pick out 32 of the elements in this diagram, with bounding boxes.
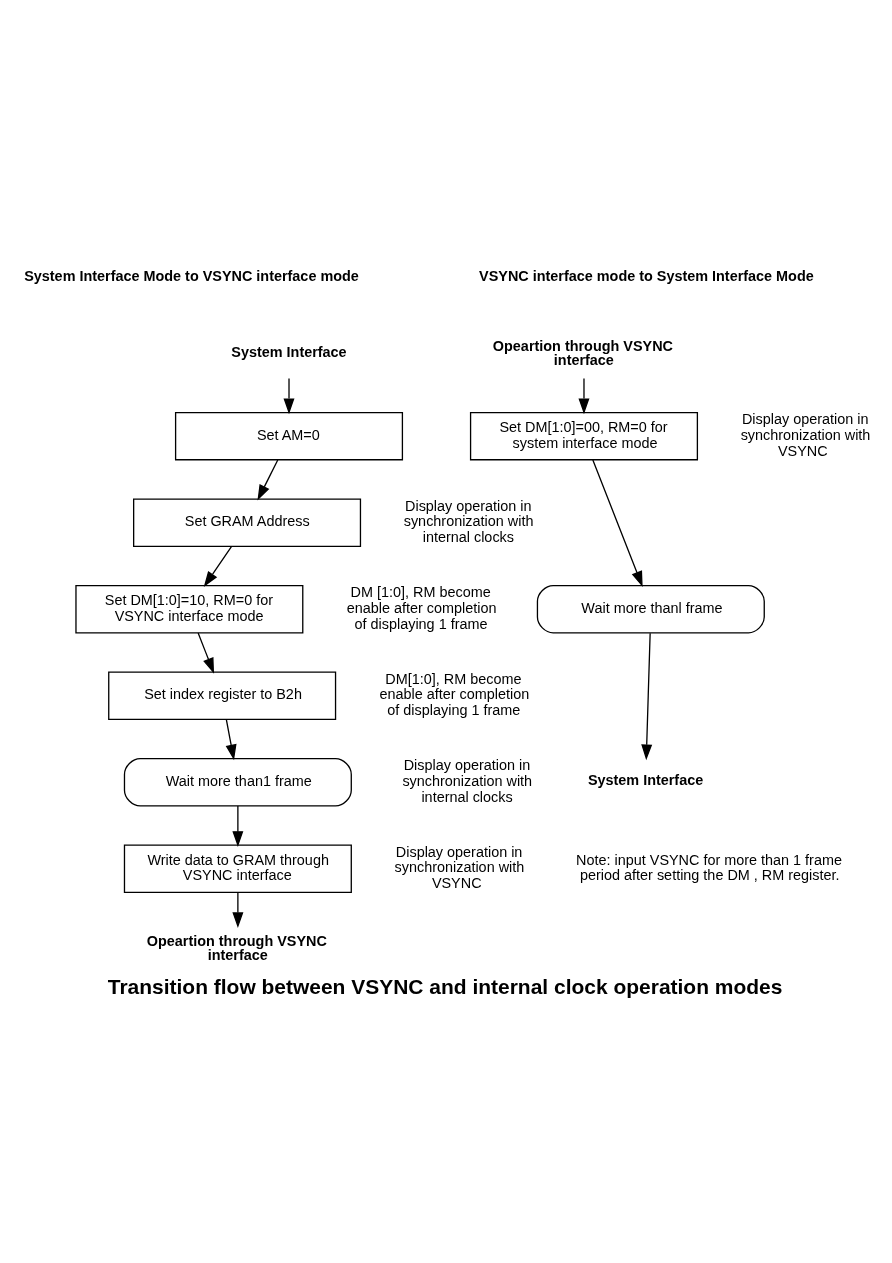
node-box: Set AM=0 <box>174 411 404 461</box>
arrow <box>592 459 643 588</box>
arrow <box>232 805 244 847</box>
label: DM[1:0], RM become enable after completion of displaying 1 frame <box>379 670 530 719</box>
label: Display operation in synchronization with VSYNC <box>394 843 525 892</box>
arrow <box>225 718 237 761</box>
node-box: Wait more than1 frame <box>123 758 352 807</box>
node-box: Wait more thanl frame <box>536 584 765 634</box>
label: System Interface Mode to VSYNC interface mode <box>24 268 359 285</box>
node-text: System Interface <box>587 771 704 788</box>
label: Display operation in synchronization with internal clocks <box>402 757 533 805</box>
arrow <box>283 377 295 415</box>
node-box: Set GRAM Address <box>133 498 362 547</box>
node-box: Set index register to B2h <box>108 671 337 720</box>
arrow <box>641 632 653 761</box>
node-text: System Interface <box>231 344 347 361</box>
node-text: Opeartion through VSYNC interface <box>146 932 327 964</box>
label: DM [1:0], RM become enable after completion of displaying 1 frame <box>346 584 497 632</box>
node-text: Opeartion through VSYNC interface <box>492 337 673 369</box>
arrow <box>203 545 233 587</box>
caption: Transition flow between VSYNC and internal clock operation modes <box>107 975 783 999</box>
label: Display operation in synchronization with internal clocks <box>403 497 534 546</box>
label: Note: input VSYNC for more than 1 frame period after setting the DM , RM register. <box>576 851 842 884</box>
node-box: Write data to GRAM through VSYNC interface <box>123 844 352 894</box>
arrow <box>197 632 215 674</box>
node-box: Set DM[1:0]=10, RM=0 for VSYNC interface mode <box>75 584 304 634</box>
arrow <box>257 459 279 501</box>
node-box: Set DM[1:0]=00, RM=0 for system interface mode <box>469 411 699 461</box>
label: Display operation in synchronization with VSYNC <box>740 411 871 459</box>
arrow <box>578 377 590 415</box>
arrow <box>232 891 244 929</box>
label: VSYNC interface mode to System Interface Mode <box>479 268 814 285</box>
